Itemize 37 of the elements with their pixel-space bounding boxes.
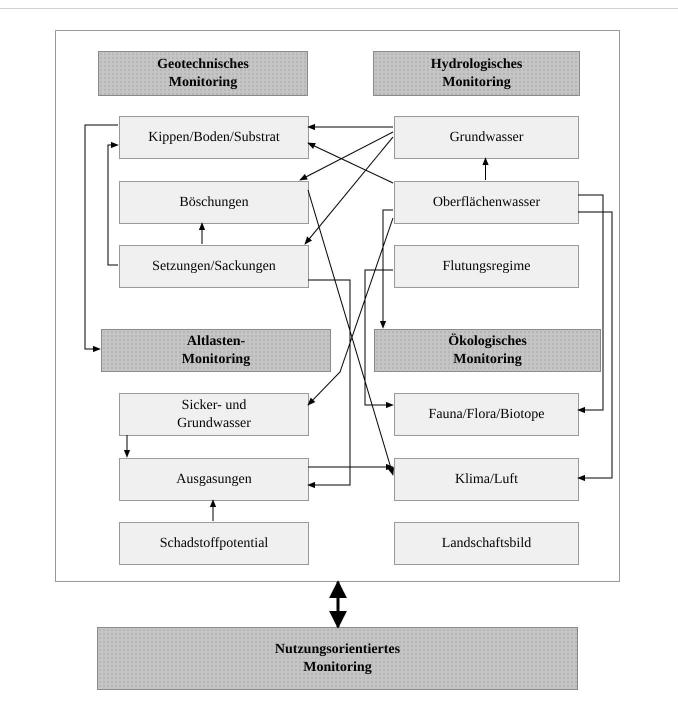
arrow xyxy=(124,434,130,458)
arrow xyxy=(198,222,206,244)
arrow xyxy=(308,190,394,476)
arrow xyxy=(380,210,394,329)
arrow xyxy=(307,218,394,406)
process-box: Schadstoffpotential xyxy=(119,522,309,565)
process-box: Böschungen xyxy=(119,181,309,224)
process-box: Grundwasser xyxy=(394,116,579,159)
process-box: Kippen/Boden/Substrat xyxy=(119,116,309,159)
arrow xyxy=(307,280,350,488)
process-box: Klima/Luft xyxy=(394,458,579,501)
section-header: Hydrologisches Monitoring xyxy=(373,51,580,96)
arrow xyxy=(308,464,394,470)
process-box: Sicker- und Grundwasser xyxy=(119,393,309,436)
arrow xyxy=(299,132,394,180)
arrow xyxy=(210,499,216,522)
arrow xyxy=(577,212,612,482)
process-box: Fauna/Flora/Biotope xyxy=(394,393,579,436)
process-box: Landschaftsbild xyxy=(394,522,579,565)
process-box: Setzungen/Sackungen xyxy=(119,245,309,288)
arrow xyxy=(307,142,394,184)
section-header: Altlasten-Monitoring xyxy=(101,329,331,372)
arrow xyxy=(482,157,489,180)
arrow xyxy=(364,270,394,408)
frame-box xyxy=(55,30,620,582)
double-arrow xyxy=(329,580,347,629)
arrow xyxy=(577,194,604,414)
arrow xyxy=(307,124,394,130)
arrow xyxy=(84,124,118,352)
section-header: Geotechnisches Monitoring xyxy=(98,51,308,96)
process-box: Oberflächenwasser xyxy=(394,181,579,224)
section-header: Ökologisches Monitoring xyxy=(374,329,601,372)
process-box: Flutungsregime xyxy=(394,245,579,288)
process-box: Ausgasungen xyxy=(119,458,309,501)
arrow xyxy=(108,142,119,266)
section-header: Nutzungsorientiertes Monitoring xyxy=(97,627,578,690)
arrow xyxy=(304,136,394,245)
